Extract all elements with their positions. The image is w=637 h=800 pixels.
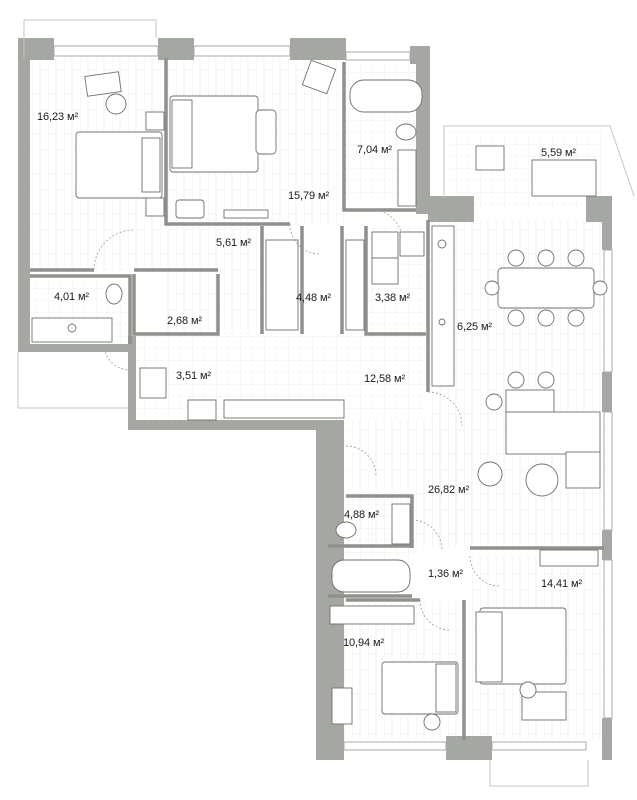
area-living-room: 26,82 м² [428,484,470,496]
area-entrance-hall: 3,51 м² [176,370,211,382]
area-corridor-1: 5,61 м² [216,237,251,249]
door-swings [93,209,501,631]
area-bedroom-1: 16,23 м² [37,111,79,123]
area-hall: 12,58 м² [364,373,406,385]
area-kitchen: 6,25 м² [457,321,492,333]
area-bedroom-3: 14,41 м² [541,578,583,590]
area-laundry: 3,38 м² [375,292,410,304]
area-balcony-1: 5,59 м² [541,147,576,159]
furniture [31,59,608,731]
windows [53,45,613,751]
area-bathroom-2: 4,88 м² [344,509,379,521]
partitions [30,58,604,740]
area-wardrobe-2: 4,48 м² [296,292,331,304]
area-wardrobe-1: 2,68 м² [167,315,202,327]
area-wc-1: 4,01 м² [54,291,89,303]
area-bedroom-2: 15,79 м² [288,190,330,202]
area-corridor-2: 1,36 м² [428,568,463,580]
area-bathroom-1: 7,04 м² [357,144,392,156]
area-bedroom-4: 10,94 м² [343,637,385,649]
balconies [17,19,635,787]
